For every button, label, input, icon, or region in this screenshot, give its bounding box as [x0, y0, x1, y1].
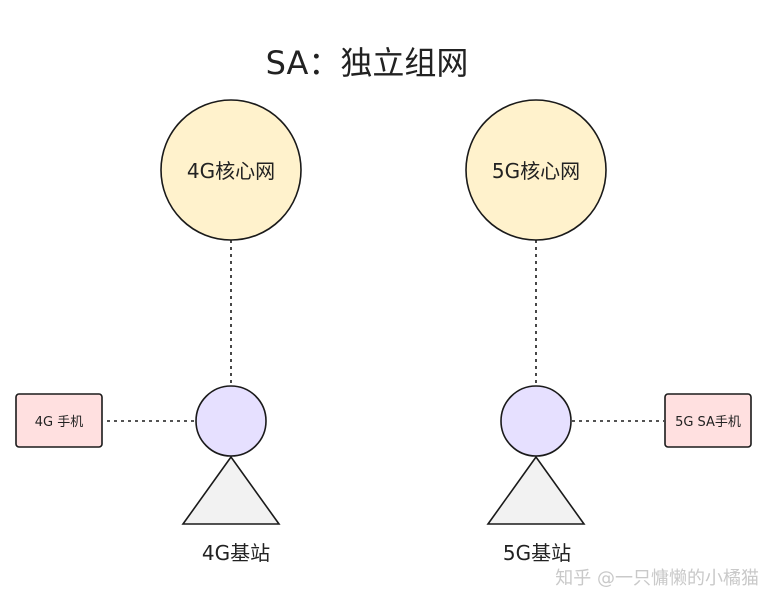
4g-core-network-node [160, 99, 302, 241]
connectors [107, 240, 664, 422]
5g-base-station-label: 5G基站 [503, 541, 571, 565]
left-4g-network: 4G核心网 4G基站 4G 手机 [15, 99, 302, 565]
5g-core-network-node [465, 99, 607, 241]
4g-phone-box [15, 393, 103, 448]
4g-phone-label: 4G 手机 [35, 415, 83, 430]
4g-base-station-node [195, 385, 267, 457]
5g-sa-phone-box [664, 393, 752, 448]
5g-base-station-tower [486, 455, 586, 525]
4g-core-network-label: 4G核心网 [187, 159, 275, 183]
watermark: 知乎 @一只慵懒的小橘猫 [555, 568, 759, 589]
4g-base-station-tower [181, 455, 281, 525]
5g-base-station-node [500, 385, 572, 457]
diagram-title: SA：独立组网 [266, 44, 469, 82]
4g-base-station-label: 4G基站 [202, 541, 270, 565]
5g-sa-phone-label: 5G SA手机 [675, 415, 741, 430]
right-5g-network: 5G核心网 5G基站 5G SA手机 [465, 99, 752, 565]
5g-core-network-label: 5G核心网 [492, 159, 580, 183]
